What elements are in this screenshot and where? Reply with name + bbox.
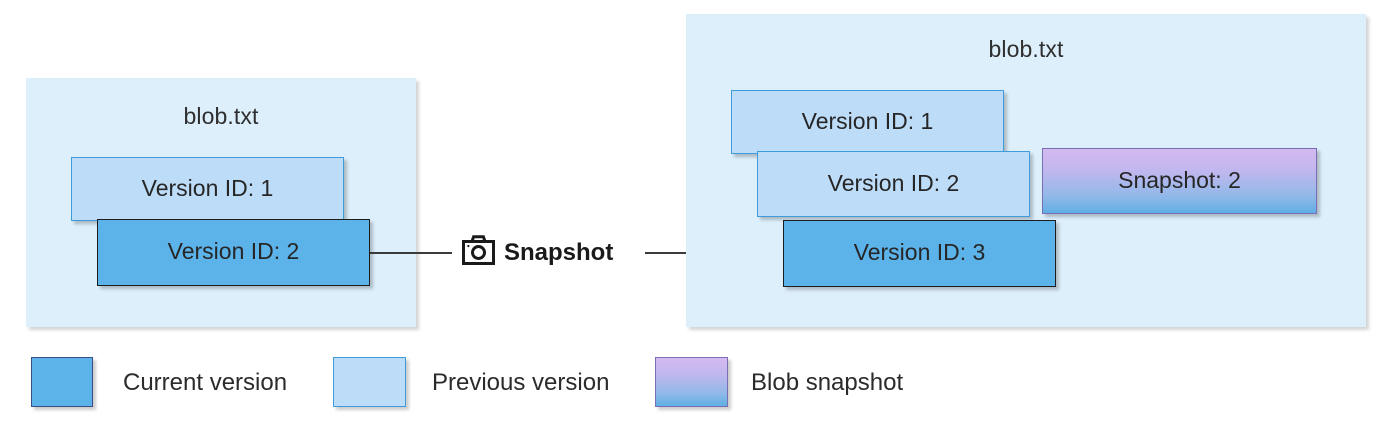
right-version-box-1-label: Version ID: 1 bbox=[801, 107, 934, 134]
right-version-box-3-label: Version ID: 3 bbox=[853, 239, 986, 265]
connector-line-left bbox=[370, 252, 452, 254]
left-version-box-1-label: Version ID: 1 bbox=[141, 174, 274, 201]
camera-icon bbox=[462, 235, 495, 270]
snapshot-marker-label: Snapshot bbox=[504, 238, 614, 266]
right-snapshot-box-label: Snapshot: 2 bbox=[1118, 166, 1241, 193]
legend-swatch-current-version bbox=[31, 357, 93, 407]
right-version-box-2: Version ID: 2 bbox=[757, 151, 1030, 217]
left-version-box-1: Version ID: 1 bbox=[71, 157, 344, 221]
right-version-box-1: Version ID: 1 bbox=[731, 90, 1004, 154]
legend-label-previous-version: Previous version bbox=[432, 369, 610, 396]
left-version-box-2: Version ID: 2 bbox=[97, 219, 370, 286]
left-blob-title: blob.txt bbox=[183, 103, 259, 129]
legend-label-current-version: Current version bbox=[123, 369, 288, 396]
right-blob-title: blob.txt bbox=[988, 36, 1064, 62]
snapshot-marker: Snapshot bbox=[462, 235, 613, 270]
right-version-box-2-label: Version ID: 2 bbox=[827, 169, 960, 196]
legend-label-blob-snapshot: Blob snapshot bbox=[751, 369, 904, 396]
legend-swatch-previous-version bbox=[333, 357, 406, 407]
legend-swatch-blob-snapshot bbox=[655, 357, 728, 407]
right-version-box-3: Version ID: 3 bbox=[783, 220, 1056, 287]
left-version-box-2-label: Version ID: 2 bbox=[167, 238, 300, 264]
right-snapshot-box: Snapshot: 2 bbox=[1042, 148, 1317, 214]
